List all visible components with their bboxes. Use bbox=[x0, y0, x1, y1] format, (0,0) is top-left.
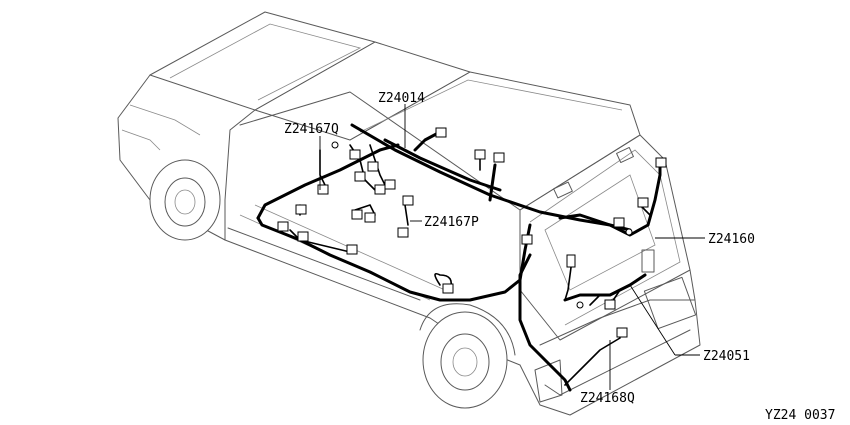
connectors bbox=[277, 127, 667, 338]
callout-z24160: Z24160 bbox=[708, 232, 755, 247]
callout-z24051: Z24051 bbox=[703, 349, 750, 364]
wiring-harness bbox=[256, 123, 662, 392]
callout-z24167q: Z24167Q bbox=[284, 122, 339, 137]
callout-z24168q: Z24168Q bbox=[580, 391, 635, 406]
callout-z24014: Z24014 bbox=[378, 91, 425, 106]
figure-code: YZ24 0037 bbox=[765, 408, 835, 423]
rear-wheel bbox=[419, 303, 516, 409]
front-wheel bbox=[149, 159, 221, 241]
callout-z24167p: Z24167P bbox=[424, 215, 479, 230]
callout-leaders bbox=[319, 104, 705, 390]
